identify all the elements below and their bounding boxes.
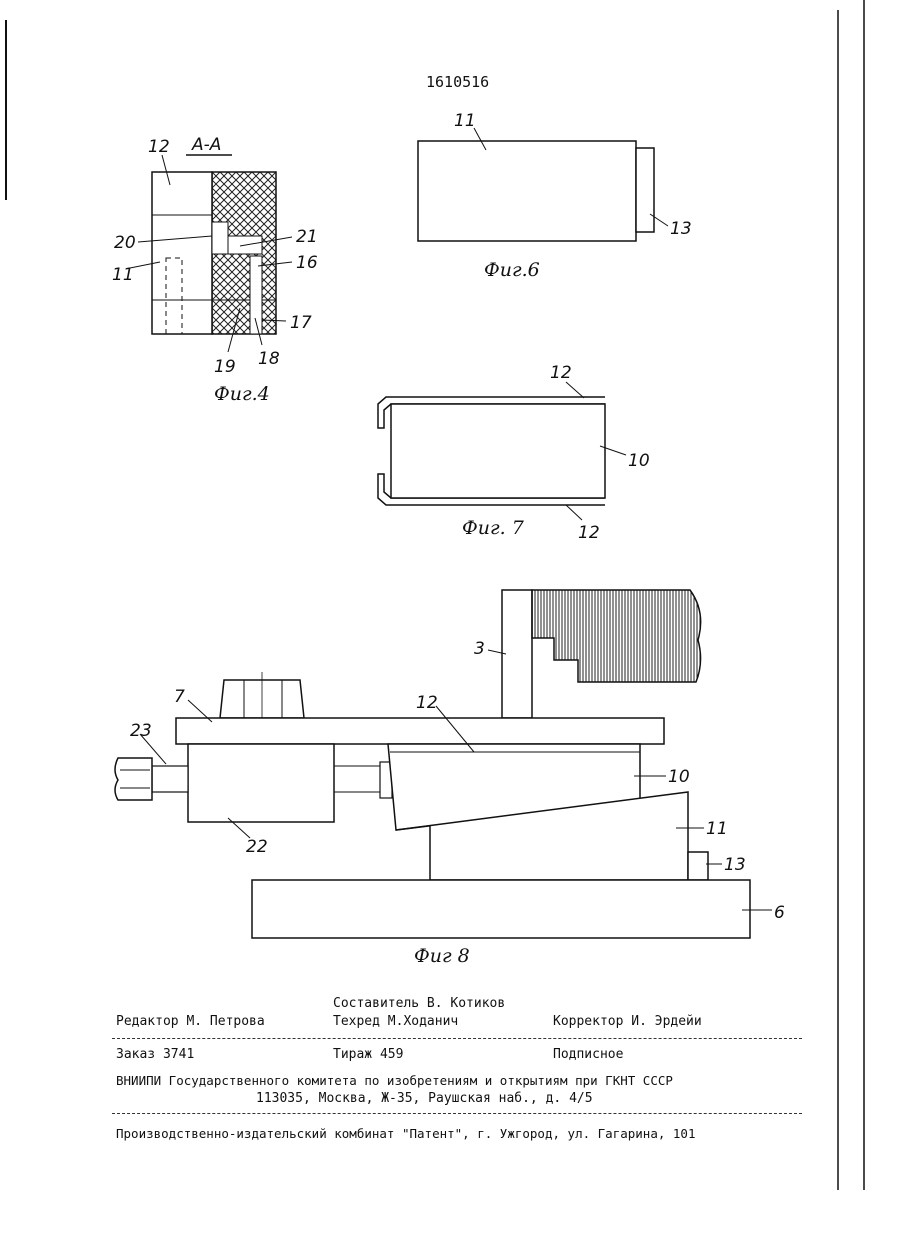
fig4-label-11: 11 — [112, 265, 134, 285]
fig8-label-6: 6 — [774, 903, 785, 923]
fig4-label-21: 21 — [296, 227, 318, 247]
fig6-label-13: 13 — [670, 219, 692, 239]
fig8-label-11: 11 — [706, 819, 728, 839]
fig8-label-12: 12 — [416, 693, 438, 713]
patent-number: 1610516 — [426, 73, 489, 91]
fig7-label-12-bottom: 12 — [578, 523, 600, 543]
fig8-label-23: 23 — [130, 721, 152, 741]
fig8-caption: Фиг 8 — [414, 945, 470, 967]
fig8-label-13: 13 — [724, 855, 746, 875]
imprint-editor: Редактор М. Петрова — [116, 1014, 265, 1030]
fig4-caption: Фиг.4 — [214, 383, 270, 405]
fig4-label-17: 17 — [290, 313, 312, 333]
imprint-circulation: Тираж 459 — [333, 1047, 403, 1063]
fig4-section-view: А-А 12 20 11 21 16 17 19 18 Фиг.4 — [112, 135, 318, 405]
imprint-divider-1 — [112, 1038, 802, 1039]
fig6-label-11: 11 — [454, 111, 476, 131]
fig4-label-12: 12 — [148, 137, 170, 157]
fig4-label-20: 20 — [114, 233, 136, 253]
imprint-order: Заказ 3741 — [116, 1047, 194, 1063]
fig8-label-7: 7 — [174, 687, 185, 707]
imprint-subscription: Подписное — [553, 1047, 623, 1063]
fig4-label-16: 16 — [296, 253, 318, 273]
fig7-label-10: 10 — [628, 451, 650, 471]
imprint-institute: ВНИИПИ Государственного комитета по изоб… — [116, 1073, 673, 1089]
fig8-label-10: 10 — [668, 767, 690, 787]
fig4-label-19: 19 — [214, 357, 236, 377]
imprint-corrector: Корректор И. Эрдейи — [553, 1014, 702, 1030]
imprint-composer: Составитель В. Котиков — [333, 996, 505, 1012]
fig6-caption: Фиг.6 — [484, 259, 540, 281]
fig6-view: 11 13 Фиг.6 — [418, 111, 692, 281]
fig4-label-18: 18 — [258, 349, 280, 369]
imprint-printer: Производственно-издательский комбинат "П… — [116, 1126, 695, 1142]
fig7-label-12-top: 12 — [550, 363, 572, 383]
fig8-label-3: 3 — [474, 639, 485, 659]
imprint-address: 113035, Москва, Ж-35, Раушская наб., д. … — [256, 1091, 593, 1107]
fig8-label-22: 22 — [246, 837, 268, 857]
imprint-techred: Техред М.Ходанич — [333, 1014, 458, 1030]
fig7-caption: Фиг. 7 — [462, 517, 525, 539]
fig7-view: 12 10 12 Фиг. 7 — [378, 363, 650, 543]
fig4-section-label: А-А — [191, 135, 221, 155]
fig8-assembly-view: 3 7 12 23 10 11 22 13 6 Фиг 8 — [115, 590, 785, 967]
imprint-divider-2 — [112, 1113, 802, 1114]
